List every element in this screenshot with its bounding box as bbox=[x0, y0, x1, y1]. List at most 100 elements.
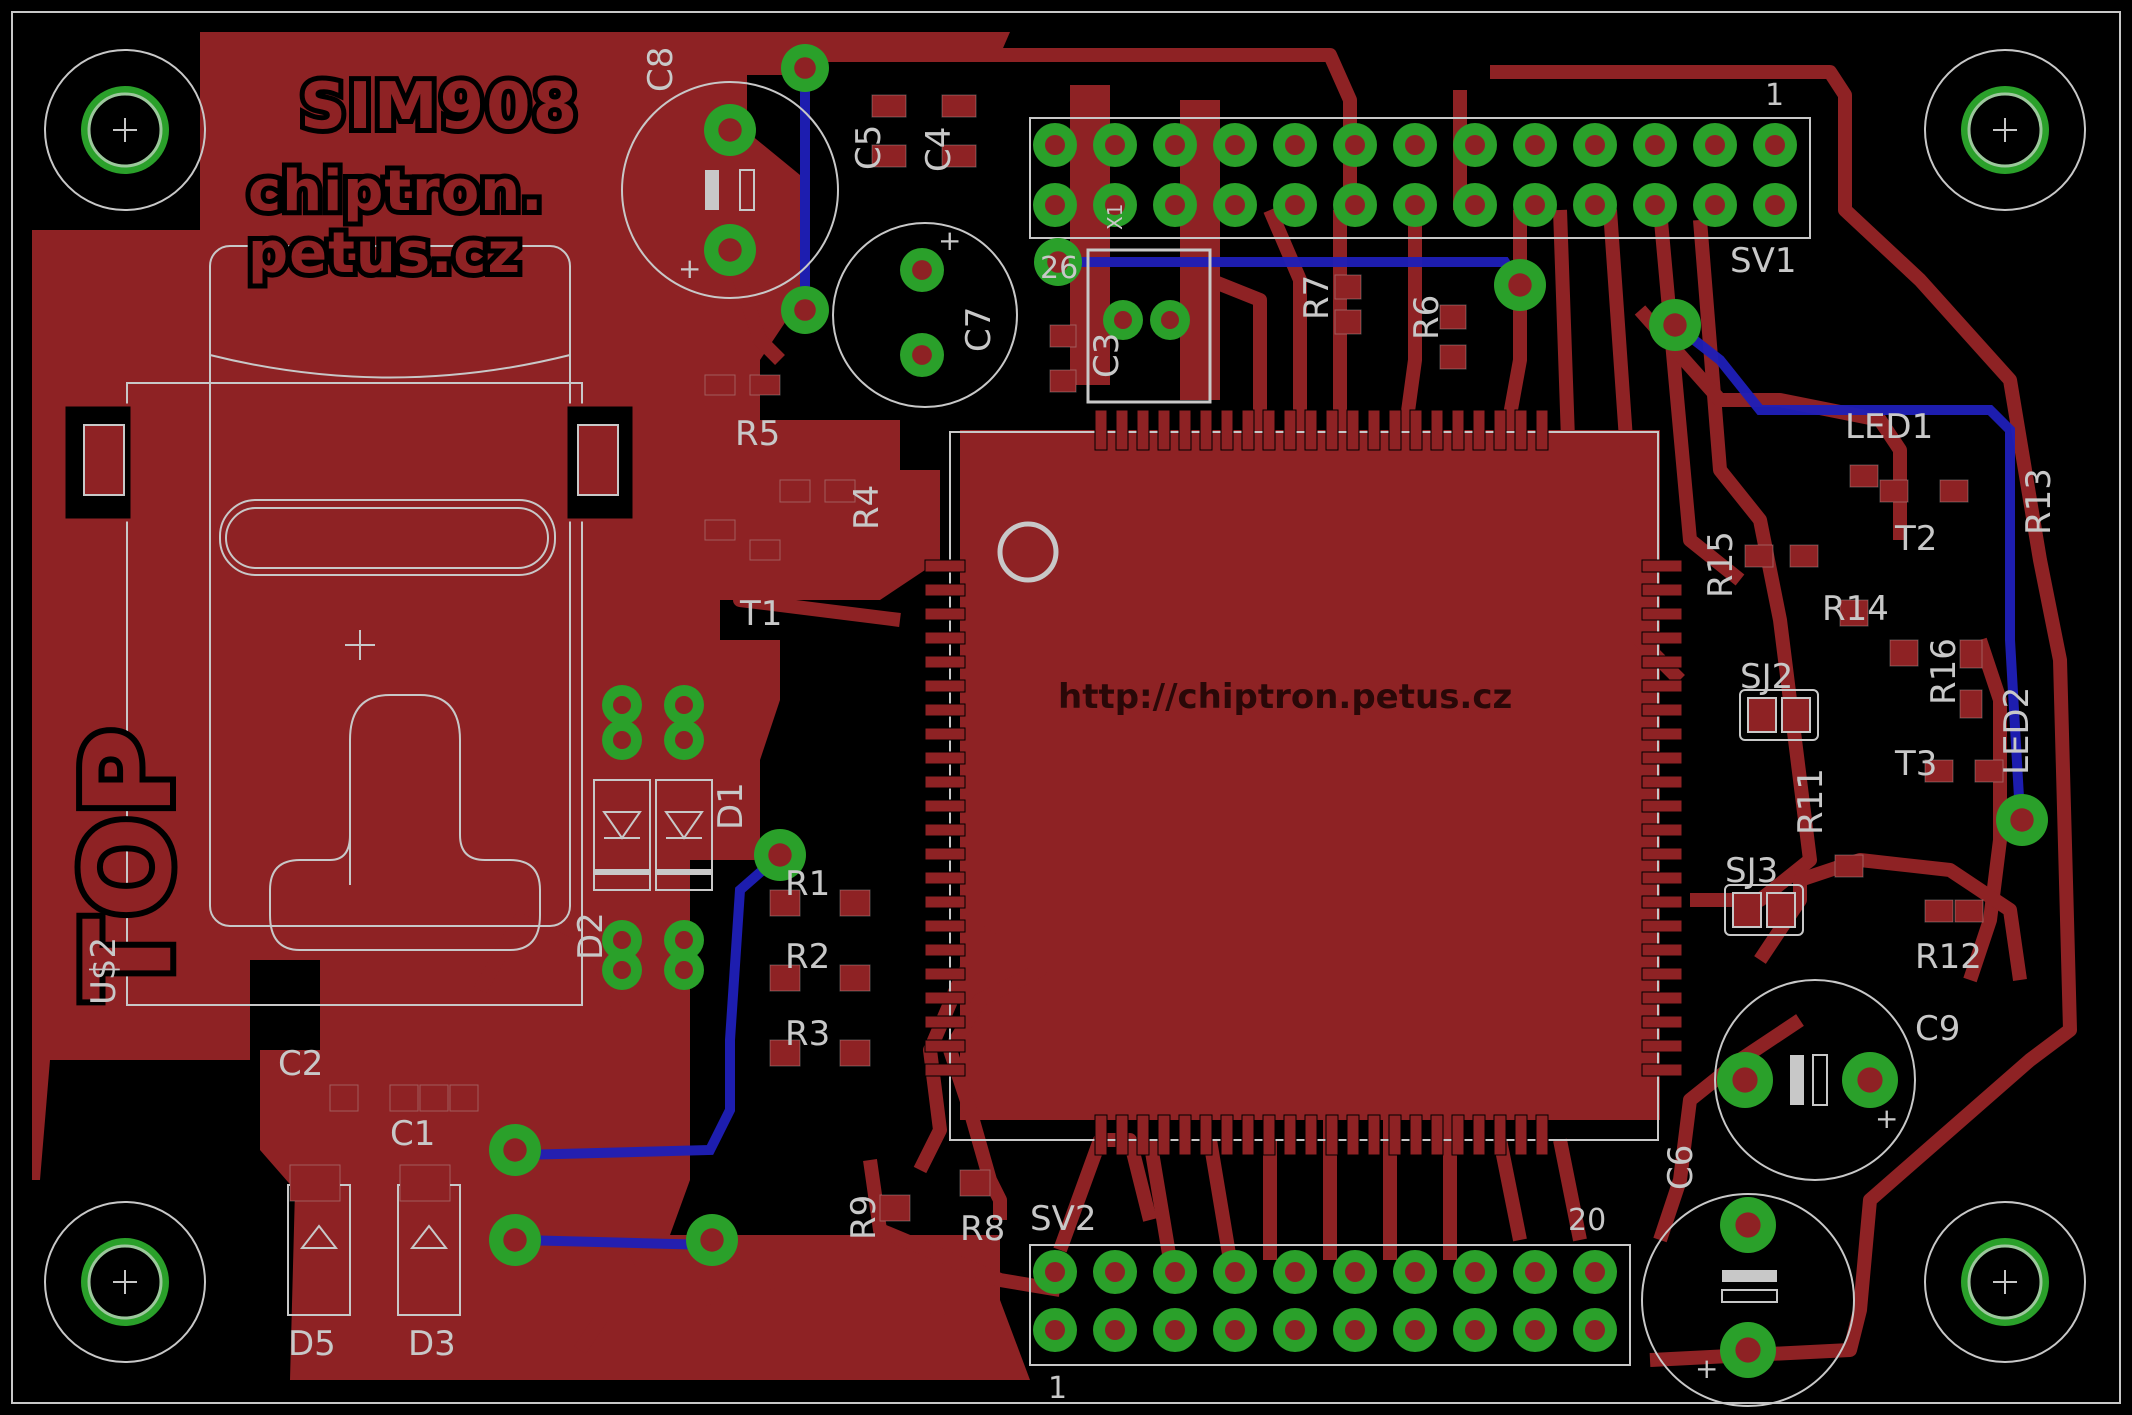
top-side-label: TOP bbox=[60, 728, 199, 1000]
ic-pad-bottom bbox=[1262, 1114, 1276, 1156]
smd-pad bbox=[749, 374, 781, 396]
label-r3: R3 bbox=[785, 1014, 830, 1054]
ic-pad-bottom bbox=[1451, 1114, 1465, 1156]
ic-pad-top bbox=[1262, 409, 1276, 451]
th-pad-drill bbox=[1047, 251, 1069, 273]
mounting-hole-outline bbox=[44, 1201, 206, 1363]
ic-pad-left bbox=[924, 655, 966, 669]
smd-pad bbox=[1049, 324, 1077, 348]
ic-pad-left bbox=[924, 895, 966, 909]
smd-pad bbox=[1959, 639, 1983, 669]
ic-pad-top bbox=[1283, 409, 1297, 451]
ic-pad-right bbox=[1641, 583, 1683, 597]
label-t2: T2 bbox=[1894, 519, 1937, 559]
header-sv2 bbox=[1029, 1244, 1631, 1366]
smd-pad bbox=[959, 1169, 991, 1197]
ic-pad-top bbox=[1094, 409, 1108, 451]
ic-pad-right bbox=[1641, 991, 1683, 1005]
ic-pad-top bbox=[1472, 409, 1486, 451]
th-pad-drill bbox=[912, 260, 932, 280]
smd-pad bbox=[1439, 344, 1467, 370]
smd-pad bbox=[1954, 899, 1984, 923]
header-pin-drill bbox=[1345, 1320, 1365, 1340]
ic-pad-top bbox=[1535, 409, 1549, 451]
header-pin-drill bbox=[1045, 1320, 1065, 1340]
smd-pad bbox=[1789, 544, 1819, 568]
smd-pad bbox=[879, 1194, 911, 1222]
smd-pad bbox=[704, 519, 736, 541]
header-pin-drill bbox=[1465, 135, 1485, 155]
th-pad-drill bbox=[1732, 1067, 1758, 1093]
label-c5: C5 bbox=[849, 125, 889, 170]
smd-pad bbox=[1849, 464, 1879, 488]
sv1-pin1-label: 1 bbox=[1765, 78, 1784, 113]
ic-pad-top bbox=[1493, 409, 1507, 451]
capacitor-c6 bbox=[1641, 1193, 1855, 1407]
ic-pad-right bbox=[1641, 823, 1683, 837]
smd-pad bbox=[449, 1084, 479, 1112]
diode-d1-d2 bbox=[593, 779, 713, 891]
ic-pad-top bbox=[1325, 409, 1339, 451]
header-pin-drill bbox=[1585, 195, 1605, 215]
ic-pad-right bbox=[1641, 895, 1683, 909]
smd-pad bbox=[769, 964, 801, 992]
th-pad-drill bbox=[675, 696, 693, 714]
header-pin-drill bbox=[1405, 135, 1425, 155]
ic-pad-bottom bbox=[1493, 1114, 1507, 1156]
pin-labels: 1 26 1 20 bbox=[1040, 78, 1784, 1406]
c6-plus: + bbox=[1695, 1352, 1718, 1385]
smd-pad bbox=[1839, 599, 1869, 627]
smd-pad bbox=[399, 1164, 451, 1202]
ic-pad-right bbox=[1641, 799, 1683, 813]
header-pin-drill bbox=[1165, 1262, 1185, 1282]
ic-pad-top bbox=[1136, 409, 1150, 451]
header-pin-drill bbox=[1165, 135, 1185, 155]
label-r7: R7 bbox=[1297, 275, 1337, 320]
ic-pad-right bbox=[1641, 607, 1683, 621]
mounting-hole-outline bbox=[44, 49, 206, 211]
board-url: http://chiptron.petus.cz bbox=[1058, 677, 1512, 717]
label-sj2: SJ2 bbox=[1740, 657, 1793, 697]
header-pin-drill bbox=[1285, 1320, 1305, 1340]
header-pin-drill bbox=[1465, 1262, 1485, 1282]
smd-pad bbox=[941, 144, 977, 168]
ic-pad-top bbox=[1346, 409, 1360, 451]
ic-pad-right bbox=[1641, 655, 1683, 669]
solder-jumpers bbox=[1724, 689, 1819, 936]
sv1-pin26-label: 26 bbox=[1040, 251, 1078, 286]
mounting-holes bbox=[44, 49, 2086, 1363]
th-pad-drill bbox=[1161, 311, 1179, 329]
ic-pad-left bbox=[924, 943, 966, 957]
label-d3: D3 bbox=[408, 1324, 456, 1364]
header-pin-drill bbox=[1105, 195, 1125, 215]
header-pin-drill bbox=[1765, 135, 1785, 155]
ic-pad-left bbox=[924, 607, 966, 621]
th-pad-drill bbox=[1508, 273, 1532, 297]
header-pin-drill bbox=[1405, 1320, 1425, 1340]
th-pad-drill bbox=[1114, 311, 1132, 329]
header-pin-drill bbox=[1645, 195, 1665, 215]
th-pad-drill bbox=[718, 118, 742, 142]
smd-pad bbox=[769, 889, 801, 917]
ic-pad-left bbox=[924, 847, 966, 861]
header-pin-drill bbox=[1165, 1320, 1185, 1340]
ic-pad-left bbox=[924, 679, 966, 693]
sim-card-holder bbox=[126, 245, 583, 1006]
th-pad-drill bbox=[1735, 1212, 1761, 1238]
ic-pad-left bbox=[924, 871, 966, 885]
smd-pad bbox=[1334, 309, 1362, 335]
ic-pad-left bbox=[924, 583, 966, 597]
ic-pad-top bbox=[1409, 409, 1423, 451]
header-pin-drill bbox=[1225, 135, 1245, 155]
holder-label: U$2 bbox=[84, 937, 124, 1005]
ic-pad-left bbox=[924, 1063, 966, 1077]
ic-pad-left bbox=[924, 775, 966, 789]
ic-pad-right bbox=[1641, 1039, 1683, 1053]
label-c9: C9 bbox=[1915, 1009, 1960, 1049]
smd-pad bbox=[1939, 479, 1969, 503]
label-c8: C8 bbox=[641, 47, 681, 92]
label-r8: R8 bbox=[960, 1209, 1005, 1249]
header-pin-drill bbox=[1045, 135, 1065, 155]
smd-pad bbox=[824, 479, 856, 503]
ic-pad-bottom bbox=[1220, 1114, 1234, 1156]
